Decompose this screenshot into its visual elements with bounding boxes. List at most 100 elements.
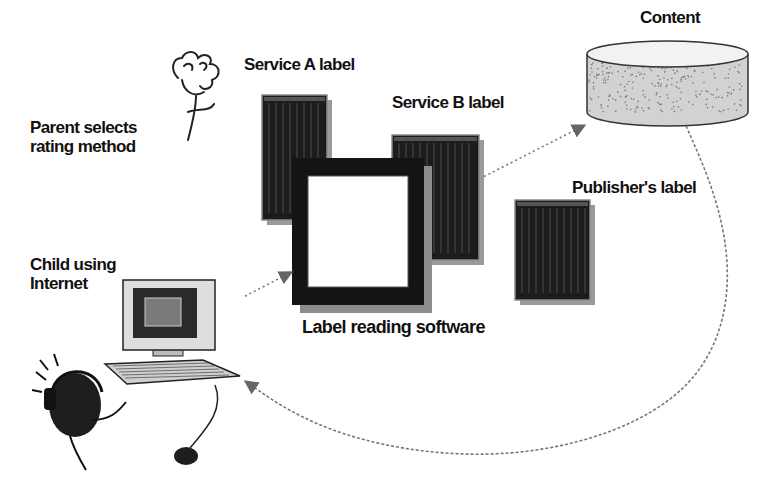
stipple-dot — [731, 93, 733, 95]
stipple-dot — [639, 74, 641, 76]
frame-border — [292, 158, 424, 305]
node-label: Service B label — [392, 93, 542, 112]
stipple-dot — [589, 74, 591, 76]
stipple-dot — [692, 82, 694, 84]
stipple-dot — [588, 81, 590, 83]
stipple-dot — [628, 81, 630, 83]
stipple-dot — [667, 79, 669, 81]
stipple-dot — [694, 70, 696, 72]
stipple-dot — [681, 77, 683, 79]
stipple-dot — [678, 87, 680, 89]
stipple-dot — [624, 70, 626, 72]
connector-arrow — [484, 125, 585, 176]
stipple-dot — [706, 90, 708, 92]
stipple-dot — [633, 99, 635, 101]
stipple-dot — [591, 64, 593, 66]
mouse-cable — [190, 385, 218, 448]
stipple-dot — [609, 94, 611, 96]
stipple-dot — [727, 108, 729, 110]
stipple-dot — [626, 95, 628, 97]
panel-stripe — [521, 208, 523, 293]
stipple-dot — [620, 95, 622, 97]
stipple-dot — [590, 67, 592, 69]
keyboard-row — [122, 372, 224, 375]
stipple-dot — [635, 108, 637, 110]
stipple-dot — [715, 97, 717, 99]
panel-stripe — [584, 208, 586, 293]
stipple-dot — [692, 104, 694, 106]
connector-arrow — [245, 126, 727, 454]
stipple-dot — [608, 76, 610, 78]
stipple-dot — [610, 66, 612, 68]
stipple-dot — [699, 94, 701, 96]
stipple-dot — [680, 79, 682, 81]
stipple-dot — [642, 90, 644, 92]
stipple-dot — [729, 69, 731, 71]
monitor-screen — [133, 288, 197, 338]
stipple-dot — [609, 72, 611, 74]
stipple-dot — [666, 94, 668, 96]
stipple-dot — [593, 86, 595, 88]
panel-top-edge — [394, 137, 477, 141]
panel-stripe — [461, 143, 463, 253]
stipple-dot — [664, 71, 666, 73]
stipple-dot — [660, 109, 662, 111]
stipple-dot — [659, 96, 661, 98]
panel-stripe — [289, 103, 291, 213]
cylinder-outline — [585, 40, 750, 126]
stipple-dot — [626, 83, 628, 85]
stipple-dot — [723, 109, 725, 111]
stipple-dot — [674, 111, 676, 113]
stipple-dot — [678, 106, 680, 108]
panel-face — [515, 200, 590, 300]
stipple-dot — [643, 74, 645, 76]
stipple-dot — [632, 82, 634, 84]
monitor-body — [123, 280, 215, 350]
stipple-dot — [604, 80, 606, 82]
stipple-dot — [602, 74, 604, 76]
stipple-dot — [624, 86, 626, 88]
node-label: Content — [640, 8, 750, 27]
stipple-dot — [598, 96, 600, 98]
stipple-dot — [737, 71, 739, 73]
child-headphone-cup — [44, 388, 56, 410]
stipple-dot — [660, 85, 662, 87]
stipple-dot — [630, 109, 632, 111]
stipple-dot — [591, 71, 593, 73]
stipple-dot — [641, 107, 643, 109]
panel-stripe — [275, 103, 277, 213]
stipple-dot — [620, 84, 622, 86]
stipple-dot — [634, 111, 636, 113]
stipple-dot — [740, 100, 742, 102]
stipple-dot — [648, 107, 650, 109]
panel-stripe — [468, 143, 470, 253]
panel-top-edge — [517, 202, 588, 206]
stipple-dot — [691, 76, 693, 78]
stipple-dot — [688, 101, 690, 103]
node-label: Child using Internet — [30, 255, 126, 293]
stipple-dot — [712, 94, 714, 96]
stipple-dot — [638, 71, 640, 73]
stipple-dot — [615, 99, 617, 101]
stipple-dot — [714, 77, 716, 79]
screen-window — [145, 298, 181, 326]
stipple-dot — [706, 99, 708, 101]
parent-hair — [184, 63, 207, 70]
stipple-dot — [696, 96, 698, 98]
stipple-dot — [718, 96, 720, 98]
stipple-dot — [637, 101, 639, 103]
stipple-dot — [627, 67, 629, 69]
child-figure — [32, 354, 126, 470]
stipple-dot — [654, 85, 656, 87]
panel-stripe — [570, 208, 572, 293]
stipple-dot — [636, 76, 638, 78]
stipple-dot — [637, 107, 639, 109]
node-label: Service A label — [244, 55, 394, 74]
stipple-dot — [665, 86, 667, 88]
stipple-dot — [667, 97, 669, 99]
stipple-dot — [663, 77, 665, 79]
stipple-dot — [671, 84, 673, 86]
stipple-dot — [626, 108, 628, 110]
stipple-dot — [657, 102, 659, 104]
